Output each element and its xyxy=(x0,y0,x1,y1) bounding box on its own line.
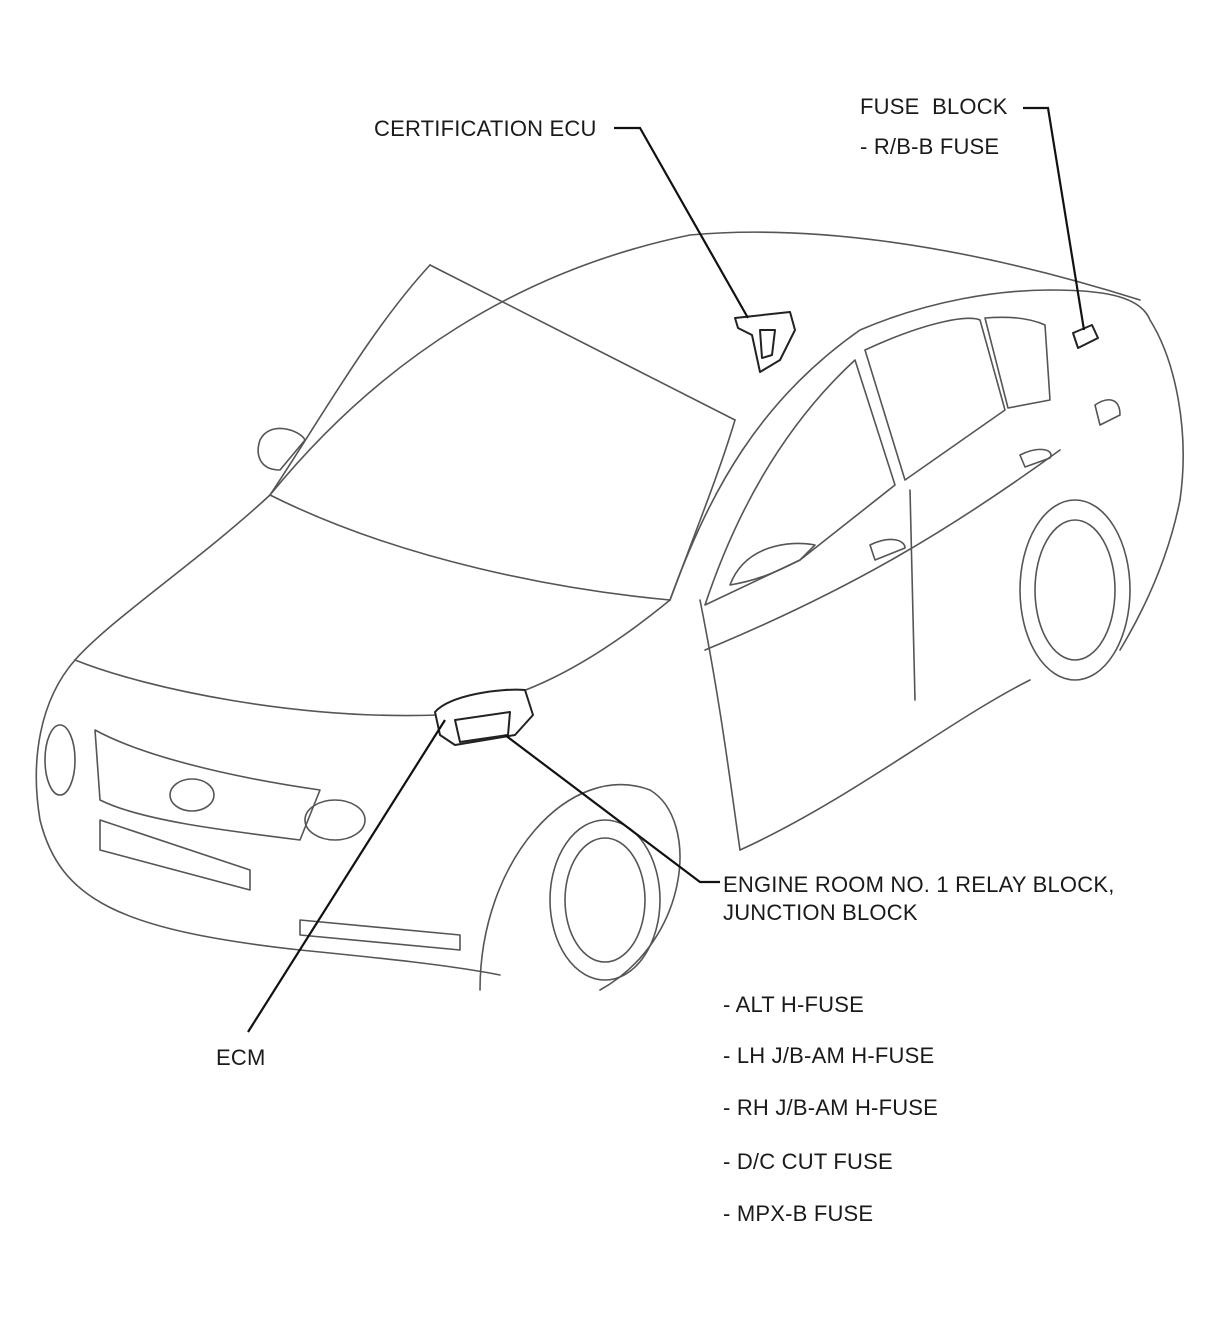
fuse-item: - RH J/B-AM H-FUSE xyxy=(723,1095,939,1120)
ecm-label: ECM xyxy=(216,1045,266,1070)
leader-engine-room-relay xyxy=(504,734,720,884)
leader-certification-ecu xyxy=(614,126,749,319)
rb-b-fuse-label: - R/B-B FUSE xyxy=(860,134,1000,159)
leader-fuse-block xyxy=(1023,106,1086,331)
leader-lines xyxy=(247,106,1086,1033)
fuse-item: - D/C CUT FUSE xyxy=(723,1149,893,1174)
certification-ecu-label: CERTIFICATION ECU xyxy=(374,116,597,141)
fuse-block-label: FUSE BLOCK xyxy=(860,94,1008,119)
leader-ecm xyxy=(247,719,446,1033)
ecm-relay-block-part xyxy=(434,688,534,746)
fuse-item: - ALT H-FUSE xyxy=(723,992,864,1017)
fuse-item: - LH J/B-AM H-FUSE xyxy=(723,1043,935,1068)
fuse-block-part xyxy=(1072,324,1099,349)
engine-room-relay-label-line1: ENGINE ROOM NO. 1 RELAY BLOCK, xyxy=(723,872,1115,897)
car-outline xyxy=(35,231,1184,991)
certification-ecu-part xyxy=(734,311,796,373)
engine-room-relay-label-line2: JUNCTION BLOCK xyxy=(723,900,918,925)
fuse-item: - MPX-B FUSE xyxy=(723,1201,874,1226)
